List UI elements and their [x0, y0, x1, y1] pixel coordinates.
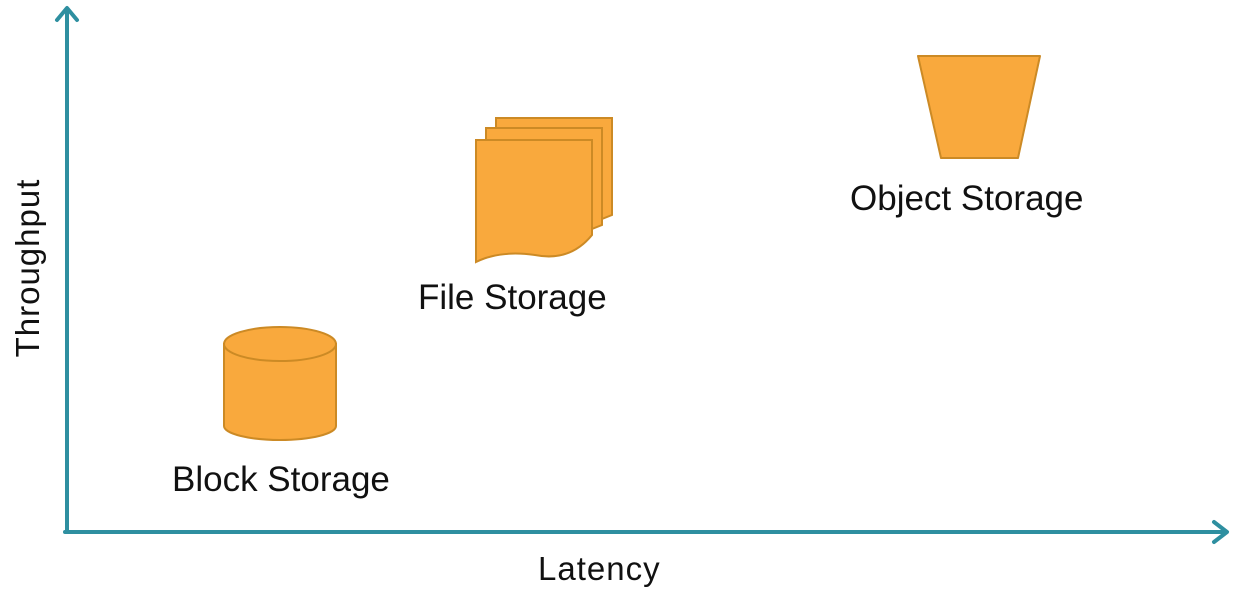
file-storage-label: File Storage: [418, 278, 607, 317]
bucket-icon: [917, 55, 1041, 159]
x-axis-label: Latency: [538, 550, 661, 587]
stacked-documents-icon: [475, 117, 613, 264]
cylinder-icon: [223, 326, 337, 441]
y-axis-arrowhead: [55, 6, 79, 22]
y-axis-label: Throughput: [9, 178, 46, 358]
x-axis-arrowhead: [1212, 520, 1229, 544]
block-storage-label: Block Storage: [172, 460, 390, 499]
object-storage-label: Object Storage: [850, 179, 1084, 218]
